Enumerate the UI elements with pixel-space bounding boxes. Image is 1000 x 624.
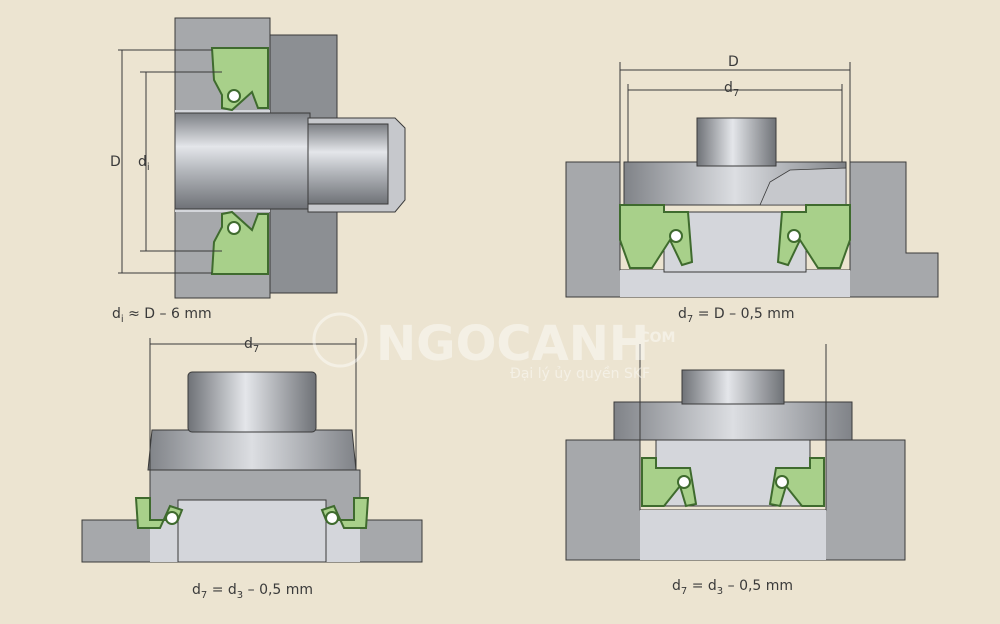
caption-bottom-right: d7 = d3 – 0,5 mm [672,578,793,597]
dim-D-label: D [110,154,121,170]
caption-top-right: d7 = D – 0,5 mm [678,306,795,325]
inner-ring [177,499,327,563]
hub [187,371,317,433]
flange [613,401,853,441]
diagram-bottom-left: d7 d7 = d3 – 0,5 mm [81,336,423,601]
bore [620,270,850,297]
seal-right [320,497,370,529]
caption-top-left: di ≈ D – 6 mm [112,306,212,325]
seal-left [134,497,184,529]
seal-spring-right [325,511,339,525]
dim-D-label: D [728,54,739,70]
watermark: NGOCANH .COM Đại lý ủy quyền SKF [312,312,675,382]
hub [696,117,777,167]
seal-right [776,204,851,269]
seal-spring-left [165,511,179,525]
seal-upper [210,47,269,112]
seal-spring-right [787,229,801,243]
shaft-neck [307,123,389,205]
seal-right [768,457,825,508]
diagram-top-left: D di di ≈ D – 6 mm [110,17,406,325]
seal-left [641,457,698,508]
watermark-domain: .COM [634,330,675,346]
dim-d7-label: d7 [724,80,739,99]
watermark-tagline: Đại lý ủy quyền SKF [510,365,650,382]
seal-spring-right [775,475,789,489]
shaft [174,112,311,210]
seal-left [619,204,694,269]
caption-bottom-left: d7 = d3 – 0,5 mm [192,582,313,601]
flange [147,429,357,471]
bore [640,510,826,560]
hub [681,369,785,405]
seal-lower [210,210,269,275]
watermark-logo [312,312,368,368]
seal-spring-upper [227,89,241,103]
dim-d7-label: d7 [244,336,259,355]
diagram-top-right: D d7 d7 = D – 0,5 mm [565,54,939,325]
seal-spring-left [669,229,683,243]
dim-di-label: di [138,154,150,173]
seal-spring-lower [227,221,241,235]
seal-spring-left [677,475,691,489]
watermark-brand: NGOCANH [376,316,649,372]
diagram-bottom-right: d7 = d3 – 0,5 mm [565,344,906,597]
